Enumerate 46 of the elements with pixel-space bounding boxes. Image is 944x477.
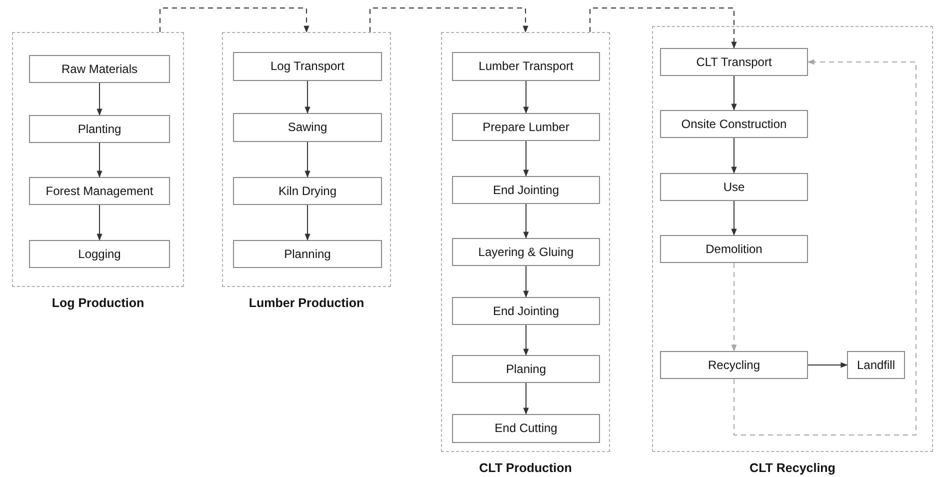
process-box: Prepare Lumber [452,113,600,141]
process-box: End Cutting [452,414,600,443]
process-box: Planting [29,115,170,143]
arrow [523,80,529,114]
arrow [96,82,102,116]
dashed-arrow [370,8,528,33]
arrow [523,324,529,356]
process-box: End Jointing [452,176,600,204]
process-box: Raw Materials [29,55,170,83]
arrow [731,138,737,174]
dashed-arrow [590,8,737,49]
arrow [96,142,102,178]
process-box: Planning [233,240,382,268]
arrow [523,140,529,177]
group-title: CLT Recycling [750,461,836,475]
process-box: Lumber Transport [452,52,600,81]
process-box: Landfill [847,351,905,379]
group-title: Log Production [52,296,144,310]
arrow [304,142,310,178]
arrow [808,362,848,368]
arrow [96,204,102,241]
process-box: CLT Transport [660,48,808,76]
process-box: Recycling [660,351,808,379]
process-box: Use [660,173,808,201]
arrow [731,76,737,111]
dashed-arrow [734,59,916,436]
process-box: Log Transport [233,52,382,81]
arrow [523,266,529,298]
process-box: Onsite Construction [660,110,808,138]
arrow [523,382,529,415]
group-title: Lumber Production [248,296,364,310]
process-box: Planing [452,355,600,383]
process-box: End Jointing [452,297,600,325]
arrow [731,200,737,236]
process-box: Logging [29,240,170,268]
group-title: CLT Production [479,461,572,475]
process-box: Demolition [660,235,808,263]
dashed-arrow [731,262,737,352]
arrow [304,204,310,241]
process-box: Sawing [233,113,382,142]
process-box: Kiln Drying [233,177,382,205]
dashed-arrow [160,8,310,33]
process-box: Layering & Gluing [452,238,600,266]
arrow [304,80,310,114]
process-box: Forest Management [29,177,170,205]
arrow [523,204,529,239]
